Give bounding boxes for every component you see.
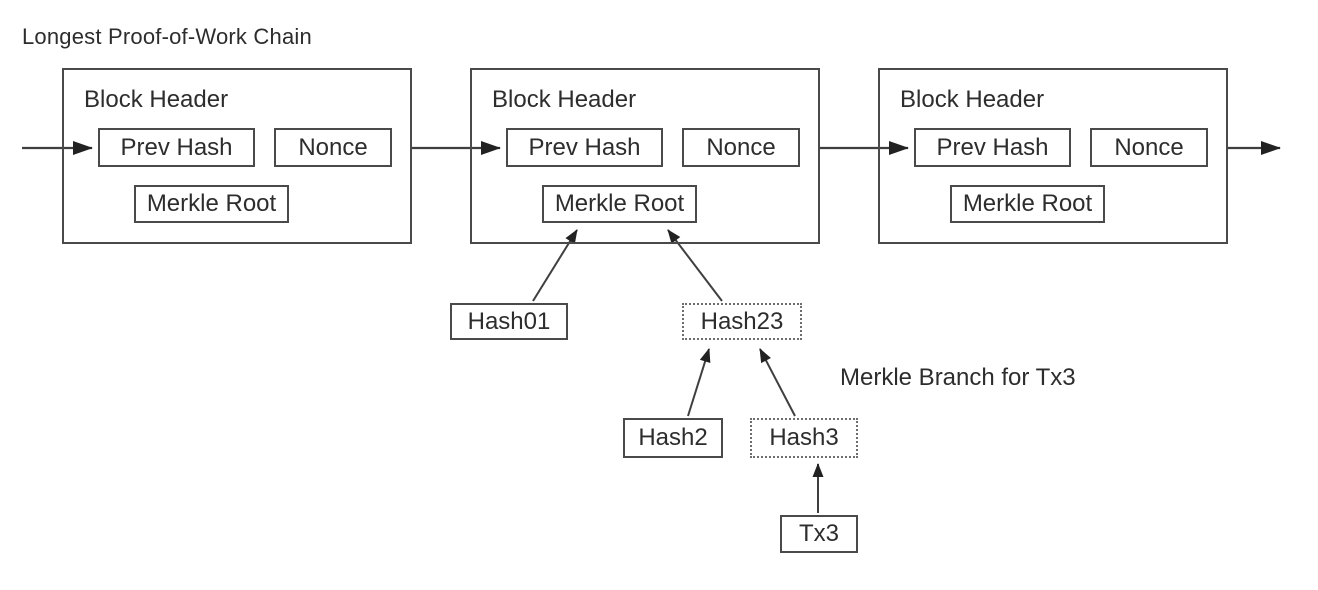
block-header-label: Block Header (492, 86, 637, 113)
block-2: Block Header Prev Hash Nonce Merkle Root (470, 68, 820, 244)
block-3: Block Header Prev Hash Nonce Merkle Root (878, 68, 1228, 244)
arrow-hash3-to-hash23 (759, 348, 796, 417)
prev-hash-box: Prev Hash (506, 128, 663, 167)
nonce-box: Nonce (1090, 128, 1208, 167)
hash23-node: Hash23 (682, 303, 802, 340)
hash2-node: Hash2 (623, 418, 723, 458)
merkle-root-box: Merkle Root (542, 185, 697, 223)
prev-hash-box: Prev Hash (914, 128, 1071, 167)
arrow-hash2-to-hash23 (687, 348, 711, 417)
hash01-node: Hash01 (450, 303, 568, 340)
tx3-node: Tx3 (780, 515, 858, 553)
nonce-box: Nonce (274, 128, 392, 167)
block-1: Block Header Prev Hash Nonce Merkle Root (62, 68, 412, 244)
merkle-root-box: Merkle Root (134, 185, 289, 223)
prev-hash-box: Prev Hash (98, 128, 255, 167)
merkle-branch-caption: Merkle Branch for Tx3 (840, 364, 1076, 391)
hash3-node: Hash3 (750, 418, 858, 458)
block-header-label: Block Header (900, 86, 1045, 113)
diagram-title: Longest Proof-of-Work Chain (22, 24, 312, 49)
nonce-box: Nonce (682, 128, 800, 167)
merkle-root-box: Merkle Root (950, 185, 1105, 223)
block-header-label: Block Header (84, 86, 229, 113)
